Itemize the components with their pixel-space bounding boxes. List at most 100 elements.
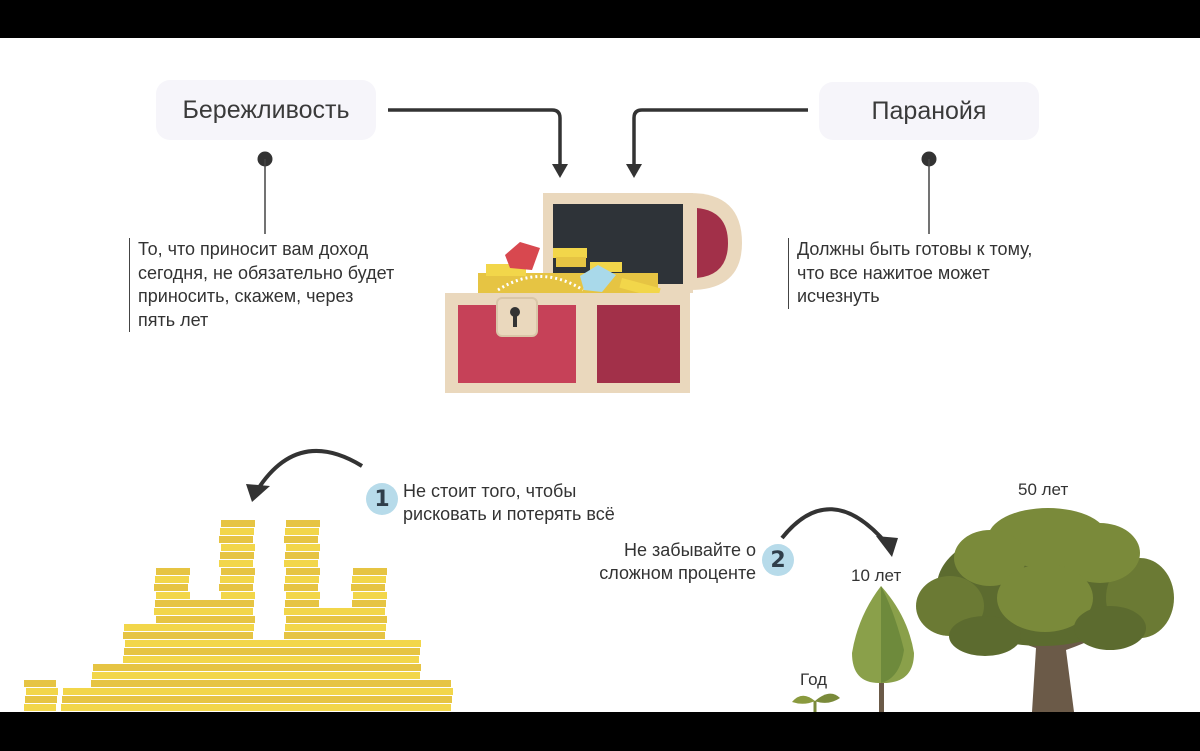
gold-coin: [387, 664, 421, 671]
gold-coin: [419, 704, 451, 711]
gold-coin: [419, 680, 451, 687]
gold-coin: [387, 640, 421, 647]
gold-coin: [319, 616, 353, 623]
gold-coin: [221, 520, 255, 527]
gold-coin: [124, 624, 158, 631]
slide-canvas: Бережливость Паранойя То, что приносит в…: [0, 38, 1200, 712]
tip-2-badge: 2: [762, 544, 794, 576]
gold-coin: [219, 704, 253, 711]
gold-coin: [352, 600, 386, 607]
gold-coin: [125, 640, 159, 647]
gold-coin: [125, 688, 159, 695]
gold-coin: [252, 696, 286, 703]
gold-coin: [285, 648, 319, 655]
gold-coin: [319, 640, 353, 647]
gold-coin: [188, 648, 222, 655]
gold-coin: [253, 664, 287, 671]
gold-coin: [285, 600, 319, 607]
gold-coin: [123, 632, 157, 639]
gold-coin: [286, 592, 320, 599]
gold-coin: [286, 688, 320, 695]
gold-coin: [251, 680, 285, 687]
gold-coin: [351, 704, 385, 711]
pill-paranoia: Паранойя: [819, 82, 1039, 140]
gold-coin: [124, 648, 158, 655]
gold-coin: [285, 696, 319, 703]
gold-coin: [189, 688, 223, 695]
left-arrow-icon: [388, 108, 562, 164]
gold-coin: [63, 688, 93, 695]
gold-coin: [318, 672, 352, 679]
gold-coin: [124, 672, 158, 679]
gold-coin: [351, 656, 385, 663]
gold-coin: [221, 592, 255, 599]
left-pin-icon: [257, 151, 273, 234]
gold-coin: [219, 656, 253, 663]
gold-coin: [155, 624, 189, 631]
gold-coin: [286, 544, 320, 551]
gold-coin: [221, 568, 255, 575]
gold-coin: [154, 632, 188, 639]
gold-coin: [251, 656, 285, 663]
gold-coin: [386, 648, 420, 655]
gold-coin: [187, 704, 221, 711]
gold-coin: [353, 688, 387, 695]
gold-coin: [351, 608, 385, 615]
gold-coin: [156, 688, 190, 695]
gold-coin: [123, 680, 157, 687]
gold-coin: [284, 656, 318, 663]
pill-thrift: Бережливость: [156, 80, 376, 140]
gold-coin: [62, 696, 92, 703]
curved-arrow-1-icon: [258, 449, 364, 488]
gold-coin: [385, 656, 419, 663]
gold-coin: [285, 624, 319, 631]
gold-coin: [91, 704, 125, 711]
gold-coin: [284, 632, 318, 639]
gold-coin: [24, 704, 56, 711]
gold-coin: [155, 696, 189, 703]
gold-coin: [284, 704, 318, 711]
gold-coin: [156, 640, 190, 647]
gold-coin: [253, 640, 287, 647]
gold-coin: [24, 680, 56, 687]
right-arrow-icon: [632, 108, 808, 164]
gold-coin: [285, 552, 319, 559]
gold-coin: [188, 624, 222, 631]
gold-coin: [351, 680, 385, 687]
gold-coin: [317, 632, 351, 639]
gold-coin: [219, 608, 253, 615]
right-description: Должны быть готовы к тому, что все нажит…: [788, 238, 1097, 309]
gold-coin: [285, 576, 319, 583]
curved-arrow-1-head-icon: [246, 484, 270, 502]
label-50-years: 50 лет: [1018, 480, 1069, 499]
gold-coin: [284, 536, 318, 543]
gold-coin: [156, 568, 190, 575]
gold-coin: [219, 560, 253, 567]
gold-coin: [386, 696, 420, 703]
gold-coin: [155, 648, 189, 655]
gold-coin: [285, 528, 319, 535]
right-arrow-head-icon: [626, 164, 642, 178]
label-10-years: 10 лет: [851, 566, 902, 585]
gold-coin: [219, 680, 253, 687]
gold-coin: [156, 592, 190, 599]
gold-coin: [353, 664, 387, 671]
gold-coin: [154, 656, 188, 663]
gold-coin: [352, 624, 386, 631]
gold-coin: [317, 608, 351, 615]
gold-coin: [317, 656, 351, 663]
gold-coin: [125, 664, 159, 671]
gold-coin: [385, 704, 419, 711]
gold-coin: [220, 552, 254, 559]
illustration-layer: [24, 108, 1174, 712]
gold-coin: [220, 600, 254, 607]
gold-coin: [25, 696, 57, 703]
gold-coin: [124, 696, 158, 703]
left-description: То, что приносит вам доход сегодня, не о…: [129, 238, 438, 332]
gold-coin: [189, 616, 223, 623]
gold-coin: [61, 704, 91, 711]
gold-coin: [155, 600, 189, 607]
gold-coin: [221, 616, 255, 623]
gold-coin: [189, 640, 223, 647]
gold-coin: [155, 672, 189, 679]
